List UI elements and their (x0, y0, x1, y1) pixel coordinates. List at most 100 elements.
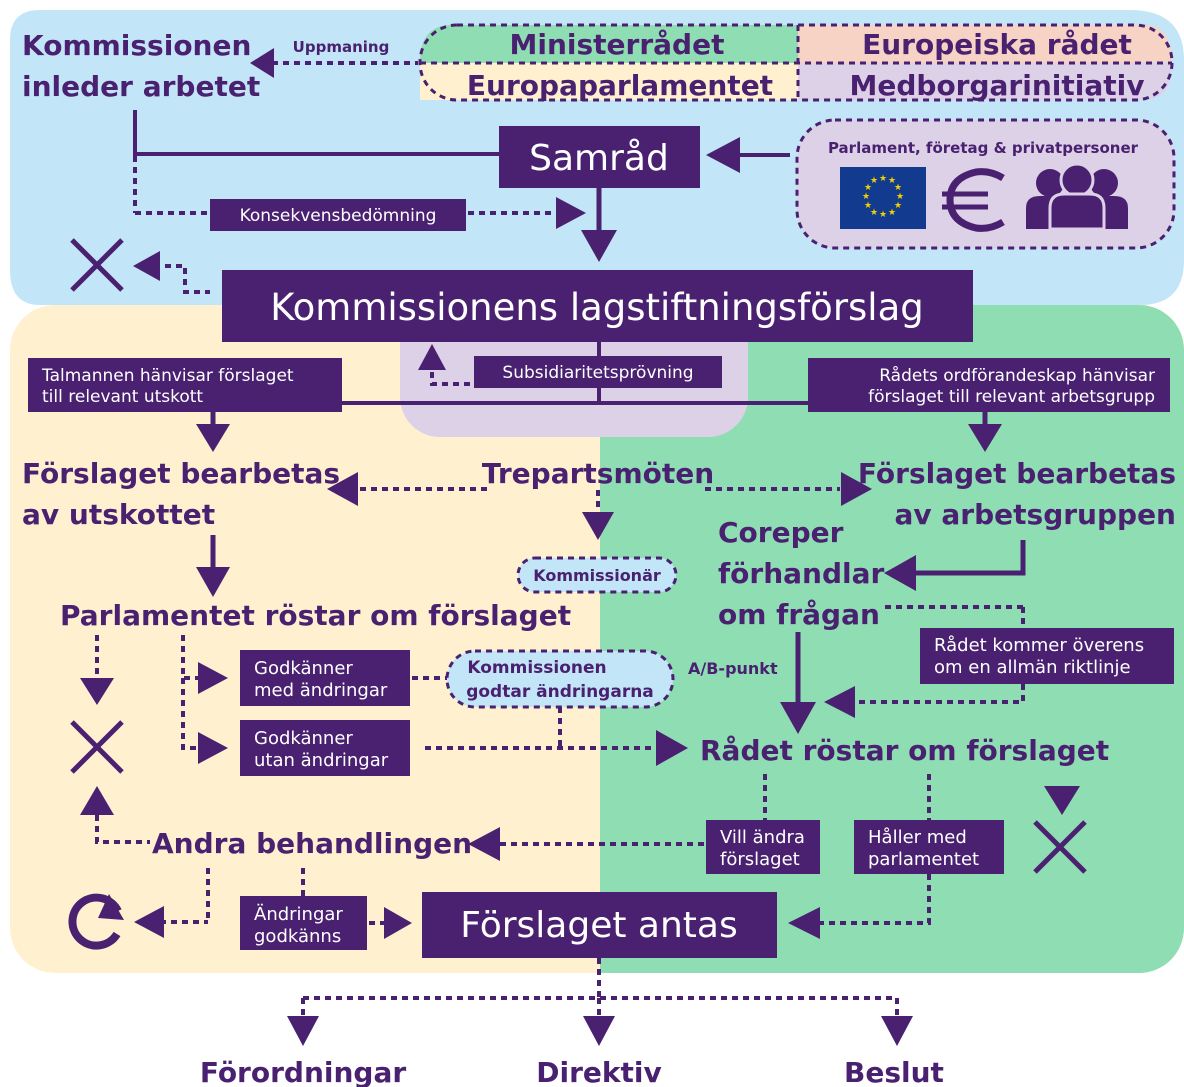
council-referral-line1: Rådets ordförandeskap hänvisar (879, 365, 1155, 386)
eu-flag-icon: ★★★ ★★★ ★★★ ★★★ (840, 167, 926, 229)
svg-text:★: ★ (894, 201, 902, 211)
proposal-label: Kommissionens lagstiftningsförslag (270, 286, 924, 329)
working-group-line1: Förslaget bearbetas (858, 457, 1176, 490)
commissioner-box (516, 556, 678, 594)
impact-assessment-box (210, 199, 466, 231)
coreper-line3: om frågan (718, 598, 880, 631)
changes-approved-box (240, 896, 367, 950)
to-council-vote-arrowhead (656, 730, 688, 766)
commission-accepts-line2: godtar ändringarna (466, 682, 654, 702)
wants-change-box (706, 820, 820, 874)
trilogue-right-arrowhead (841, 472, 872, 506)
coreper-to-vote-arrowhead (780, 702, 816, 734)
approve-with-changes-box (240, 650, 410, 706)
restart-arrowhead (134, 906, 164, 938)
svg-text:★: ★ (896, 192, 904, 202)
parliament-referral-box (28, 358, 342, 412)
svg-text:★: ★ (888, 208, 896, 218)
second-reading-to-reject-path (95, 815, 150, 844)
agrees-parliament-line2: parlamentet (868, 849, 979, 870)
parliament-approve-path (181, 635, 200, 680)
agrees-to-adopted-arrowhead (788, 907, 820, 939)
commission-accepts-line1: Kommissionen (467, 658, 606, 678)
parliament-approve-path-2 (181, 678, 200, 750)
approve-with-changes-line1: Godkänner (254, 658, 353, 679)
euro-icon (942, 168, 1005, 232)
initiators-box (418, 23, 1174, 102)
stakeholders-label: Parlament, företag & privatpersoner (828, 139, 1139, 157)
consultation-box (499, 126, 700, 188)
council-region (600, 305, 1184, 973)
initiator-european-council: Europeiska rådet (862, 28, 1132, 61)
svg-text:★: ★ (894, 183, 902, 193)
request-arrowhead (250, 48, 274, 78)
wants-change-line1: Vill ändra (720, 827, 805, 848)
ab-point-label: A/B-punkt (688, 659, 778, 678)
initiator-council: Ministerrådet (510, 28, 725, 61)
wants-change-line2: förslaget (720, 849, 800, 870)
consultation-label: Samråd (529, 138, 669, 179)
directives-arrowhead (583, 1016, 615, 1046)
changes-approved-line2: godkänns (254, 926, 341, 947)
trilogue-left-arrowhead (327, 472, 358, 506)
reject-top-path (165, 264, 210, 294)
directives-label: Direktiv (536, 1056, 662, 1087)
adopted-box (422, 892, 777, 958)
general-approach-box (920, 628, 1174, 684)
approach-to-vote-path (855, 684, 1025, 704)
changes-approved-line1: Ändringar (254, 904, 343, 925)
coreper-line1: Coreper (718, 516, 844, 549)
svg-text:★: ★ (879, 174, 887, 184)
impact-arrowhead (556, 197, 586, 229)
parliament-referral-line2: till relevant utskott (42, 387, 203, 407)
second-reading-to-reject-arrowhead (80, 786, 114, 815)
committee-line2: av utskottet (22, 498, 215, 531)
commissioner-label: Kommissionär (533, 566, 661, 585)
wants-change-to-second-reading-arrowhead (468, 827, 500, 861)
reject-top-arrowhead (133, 251, 160, 281)
approve-without-changes-arrowhead (198, 732, 228, 764)
committee-line1: Förslaget bearbetas (22, 457, 340, 490)
initiator-citizens: Medborgarinitiativ (850, 69, 1145, 102)
agrees-to-adopted-path (820, 874, 931, 925)
working-group-to-coreper-arrowhead (884, 555, 916, 591)
approach-to-vote-arrowhead (824, 686, 855, 718)
parliament-vote: Parlamentet röstar om förslaget (60, 599, 571, 632)
council-referral-arrowhead (968, 424, 1002, 452)
council-referral-box (808, 358, 1170, 412)
svg-text:★: ★ (864, 201, 872, 211)
svg-text:★: ★ (879, 210, 887, 220)
consultation-to-proposal-arrowhead (581, 230, 617, 262)
trilogue-stem-arrowhead (582, 512, 614, 540)
decisions-arrowhead (881, 1016, 913, 1046)
people-icon (1026, 162, 1128, 231)
stakeholders-to-consultation-arrowhead (706, 137, 740, 173)
second-reading: Andra behandlingen (152, 827, 472, 860)
svg-text:★: ★ (864, 183, 872, 193)
svg-text:★: ★ (862, 192, 870, 202)
parliament-referral-line1: Talmannen hänvisar förslaget (41, 366, 294, 386)
reject-cross-icon-parliament (70, 720, 124, 774)
request-label: Uppmaning (293, 38, 390, 56)
proposal-box (222, 270, 973, 342)
parliament-referral-arrowhead (196, 424, 230, 452)
council-reject-arrowhead (1044, 786, 1080, 815)
approve-with-changes-arrowhead (198, 662, 228, 694)
council-vote: Rådet röstar om förslaget (700, 734, 1109, 767)
reject-cross-icon-council (1033, 820, 1087, 874)
svg-text:★: ★ (870, 208, 878, 218)
approve-without-changes-box (240, 720, 410, 776)
parliament-reject-arrowhead (80, 678, 114, 705)
working-group-to-coreper-path (914, 540, 1026, 576)
coreper-line2: förhandlar (718, 557, 885, 590)
adopted-label: Förslaget antas (460, 905, 737, 946)
commission-starts-line1: Kommissionen (22, 29, 251, 62)
svg-text:★: ★ (870, 176, 878, 186)
regulations-label: Förordningar (200, 1056, 407, 1087)
changes-to-adopted-arrowhead (384, 907, 412, 939)
regulations-arrowhead (287, 1016, 319, 1046)
subsidiarity-return-path (430, 372, 470, 386)
agrees-parliament-line1: Håller med (868, 827, 967, 848)
general-approach-line2: om en allmän riktlinje (934, 657, 1131, 678)
